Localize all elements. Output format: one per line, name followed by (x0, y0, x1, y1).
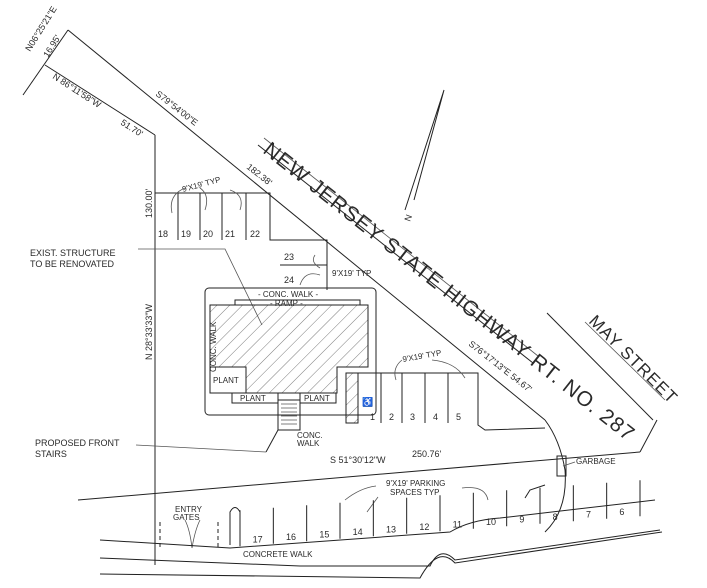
stall-number: 18 (158, 229, 168, 239)
stall-number: 11 (453, 519, 462, 529)
proposed-stairs-label-2: STAIRS (35, 449, 67, 459)
stall-number: 16 (286, 532, 296, 542)
conc-walk-top-label: - CONC. WALK - (258, 290, 318, 299)
proposed-stairs-label: PROPOSED FRONT (35, 438, 120, 448)
stall-number: 23 (284, 252, 294, 262)
stall-number: 15 (319, 529, 329, 539)
garbage-enclosure: GARBAGE (556, 455, 616, 477)
conc-walk-front-label: CONC. (297, 431, 323, 440)
stall-number: 13 (386, 524, 396, 534)
stall-number: 17 (253, 534, 263, 544)
stall-number: 7 (586, 509, 591, 519)
bearing-s79-length: 182.38' (245, 162, 274, 188)
bearing-n86: N 86°11'58"W (51, 71, 103, 110)
wheelchair-icon: ♿ (362, 396, 373, 407)
stall-number: 9 (519, 514, 524, 524)
plant-label: PLANT (304, 394, 330, 403)
exist-structure-label-2: TO BE RENOVATED (30, 259, 115, 269)
stall-number: 5 (456, 412, 461, 422)
concrete-walk: CONCRETE WALK (99, 499, 663, 579)
stall-number: 3 (410, 412, 415, 422)
stall-number: 10 (486, 517, 496, 527)
bearing-west-length: 130.00' (144, 188, 154, 218)
bearing-n06-length: 16.95' (41, 33, 62, 59)
existing-structure: EXIST. STRUCTURE TO BE RENOVATED - CONC.… (30, 248, 377, 459)
conc-walk-side-label: CONC. WALK (209, 321, 218, 372)
stall-number: 20 (203, 229, 213, 239)
parking-bay-bottom: 9'x19' PARKING SPACES TYP 17 16 15 14 13 12 11… (159, 479, 641, 549)
entry-gates-label: ENTRY (175, 505, 203, 514)
bearing-n28: N 28°33'33"W (144, 303, 154, 360)
north-label: N (402, 213, 414, 223)
exist-structure-label: EXIST. STRUCTURE (30, 248, 116, 258)
stall-number: 8 (553, 512, 558, 522)
stall-number: 6 (619, 507, 624, 517)
typ-label-mid: 9'x19' TYP (332, 269, 371, 278)
north-arrow-icon: N (402, 89, 445, 223)
plant-label: PLANT (213, 376, 239, 385)
plant-label: PLANT (240, 394, 266, 403)
bearing-labels: N06°25'21"E 16.95' N 86°11'58"W 51.70' S… (23, 4, 534, 465)
typ-label-right: 9'x19' TYP (402, 348, 442, 364)
stall-number: 12 (419, 522, 429, 532)
parking-spaces-label-2: SPACES TYP (390, 488, 440, 497)
ramp-label: - RAMP - (270, 299, 303, 308)
bearing-s79: S79°54'00"E (154, 89, 200, 128)
typ-label-top: 9'x19' TYP (181, 175, 221, 194)
bearing-s51-length: 250.76' (412, 449, 442, 459)
concrete-walk-label: CONCRETE WALK (243, 550, 313, 559)
may-street-label: MAY STREET (585, 311, 681, 407)
stall-number: 14 (353, 527, 363, 537)
stall-number: 22 (250, 229, 260, 239)
parking-spaces-label: 9'x19' PARKING (386, 479, 445, 488)
stall-number: 1 (370, 412, 375, 422)
stall-number: 4 (433, 412, 438, 422)
stall-number: 24 (284, 275, 294, 285)
stall-number: 2 (389, 412, 394, 422)
stall-number: 21 (225, 229, 235, 239)
conc-walk-front-label-2: WALK (297, 439, 320, 448)
bearing-s51: S 51°30'12"W (330, 455, 386, 465)
stall-number: 19 (181, 229, 191, 239)
property-lines (22, 29, 658, 565)
entry-gates-label-2: GATES (173, 513, 200, 522)
garbage-label: GARBAGE (576, 457, 616, 466)
